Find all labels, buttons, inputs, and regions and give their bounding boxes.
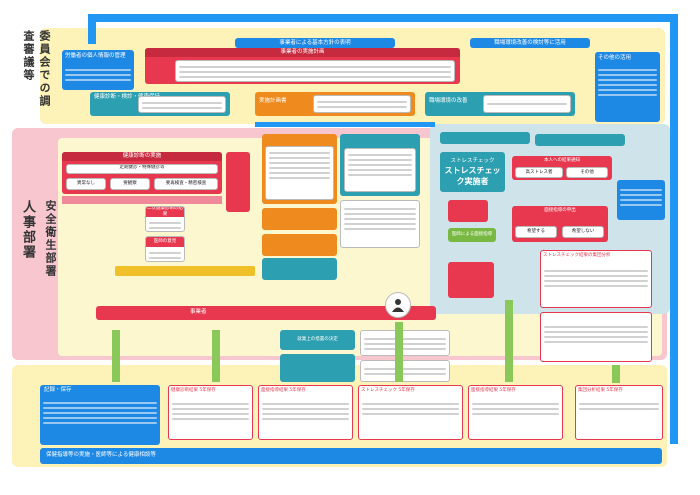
bottom-box-4-label: 集団分析結果 5年保存 [578,388,623,393]
mid-teal-0 [262,258,337,280]
green-arrow-4 [612,365,620,383]
stress-result-box: 本人への結果通知 高ストレス者 その他 [512,156,612,180]
offer-label: 面接指導の申出 [544,208,576,213]
high-stress: 高ストレス者 [515,167,563,178]
flow-line-left [88,14,96,44]
policy-banner: 事業者による基本方針の表明 [235,38,395,48]
info-box-a [340,134,420,196]
hope: 希望する [515,226,557,238]
stress-top-0 [440,132,530,144]
note-red-box-2 [540,312,652,362]
flow-line-right [670,14,678,444]
checkup-sub-box: 定期健診・特殊健診等 [66,164,218,174]
improve-content [483,95,571,113]
green-arrow-3 [505,300,513,382]
info-box-b [340,200,420,248]
hr-label: 人事部署 [20,200,35,260]
review-banner: 職場環境改善の検討等に活用 [470,38,590,48]
stress-main: ストレスチェック ストレスチェック実施者 [440,152,505,192]
survey-text-2 [360,360,450,382]
table-0-label: 二次健康診断の結果 [146,206,184,217]
note-red: ストレスチェック結果の集団分析 [543,253,611,258]
improve-box: 職場環境の改善 [425,92,575,116]
stress-result-bar [62,196,222,204]
plan-content [175,60,455,82]
checkup-note: 健康診断・検診・健康保持 [94,94,161,100]
offer-box: 面接指導の申出 希望する 希望しない [512,206,608,242]
checkup-extra [226,152,250,212]
survey-box: 就業上の措置の決定 [280,330,355,350]
option-0: 異常なし [66,178,106,190]
no-hope: 希望しない [562,226,604,238]
employer-circle [385,292,411,318]
bottom-box-4: 集団分析結果 5年保存 [575,385,663,440]
checkup-title: 健康診断の実施 [62,152,222,161]
plan-box: 事業者の実施計画 [145,48,460,84]
right-top-note: その他の活用 [595,52,660,122]
info-box-a-content [344,148,416,192]
implement-label: 実施計画書 [259,98,287,104]
bottom-box-0-label: 健康診断結果 5年保存 [171,388,216,393]
bottom-box-3-label: 面接指導結果 5年保存 [471,388,516,393]
doctor-interview-label: 医師による面接指導 [451,232,493,237]
doctor-icon [392,299,404,312]
bottom-box-2: ストレスチェック 5年保存 [358,385,463,440]
footer-text: 保健指導等の実施・医師等による健康相談等 [46,452,156,458]
table-1-label: 医師の意見 [146,237,184,247]
other: その他 [566,167,608,178]
note-red-box: ストレスチェック結果の集団分析 [540,250,652,308]
bottom-box-1: 面接指導結果 5年保存 [258,385,353,440]
survey-text [360,330,450,356]
hr-note-text: その他の活用 [598,55,632,61]
stress-title: ストレスチェック [450,157,495,164]
flow-line-top [88,14,678,22]
left-note-text: 労働者の個人情報の管理 [65,53,126,59]
checkup-sub: 定期健診・特殊健診等 [119,165,165,170]
checkup-note-box: 健康診断・検診・健康保持 [90,92,230,116]
checkup-box: 健康診断の実施 定期健診・特殊健診等 異常なし 要観察 要再検査・精密検査 [62,152,222,194]
table-1: 医師の意見 [145,236,185,262]
left-note: 労働者の個人情報の管理 [62,50,134,90]
employer-band [96,306,436,320]
survey-label: 就業上の措置の決定 [297,337,338,342]
implement-content [313,95,411,113]
committee-label: 委員会での調査審議等 [22,30,51,108]
green-arrow-0 [112,330,120,382]
record-box: 記録・保存 [40,385,160,445]
stress-top-1 [535,134,625,146]
mid-orange-0 [262,134,337,204]
improve-label: 職場環境の改善 [429,98,468,104]
bottom-box-0: 健康診断結果 5年保存 [168,385,253,440]
bottom-box-3: 面接指導結果 5年保存 [468,385,563,440]
footer-bar: 保健指導等の実施・医師等による健康相談等 [40,448,662,464]
green-arrow-2 [395,322,403,382]
bottom-box-2-label: ストレスチェック 5年保存 [361,388,415,393]
implement-box: 実施計画書 [255,92,415,116]
stress-result: 本人への結果通知 [544,157,580,163]
green-bar-left [115,266,255,276]
green-arrow-1 [212,330,220,382]
record-label: 記録・保存 [44,387,72,393]
option-1: 要観察 [110,178,150,190]
checkup-note-content [138,96,226,113]
table-0: 二次健康診断の結果 [145,206,185,232]
mid-orange-2 [262,234,337,256]
doctor-interview: 医師による面接指導 [448,228,496,242]
option-2: 要再検査・精密検査 [154,178,218,190]
green-subbox [448,262,494,298]
stress-main-label: ストレスチェック実施者 [444,165,501,186]
mid-orange-1 [262,208,337,230]
survey-box-2 [280,354,355,382]
bottom-box-1-label: 面接指導結果 5年保存 [261,388,306,393]
mid-orange-0-content [265,146,334,200]
safety-label: 安全衛生部署 [44,200,57,278]
employer-title: 事業者 [190,309,207,315]
flow-line-mid [255,122,435,127]
analysis-box [617,180,665,220]
plan-header: 事業者の実施計画 [145,48,460,57]
doctor-box [448,200,488,222]
